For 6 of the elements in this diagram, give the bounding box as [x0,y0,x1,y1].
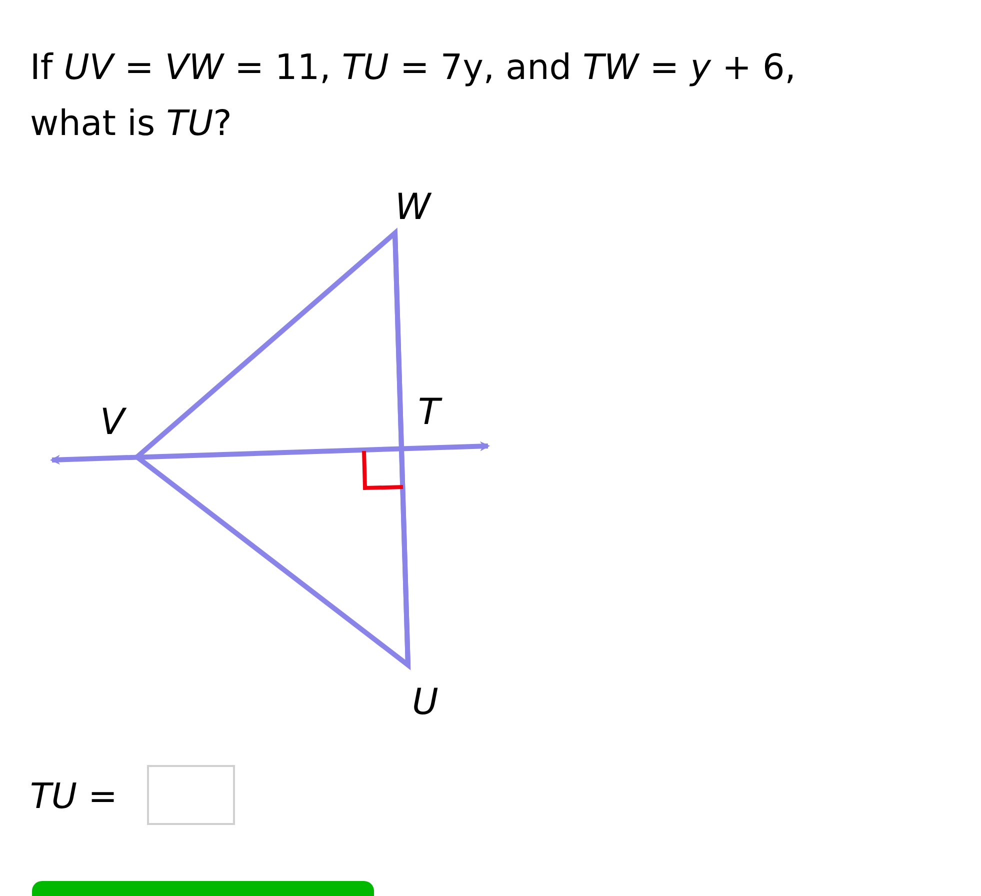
point-label: U [412,685,438,721]
point-label: T [418,395,440,431]
point-label: V [100,405,125,441]
equation-label: TU = [30,780,118,815]
question-text: If UV = VW = 11, TU = 7y, and TW = y + 6, what is TU? [30,47,797,146]
point-label: W [395,190,431,226]
